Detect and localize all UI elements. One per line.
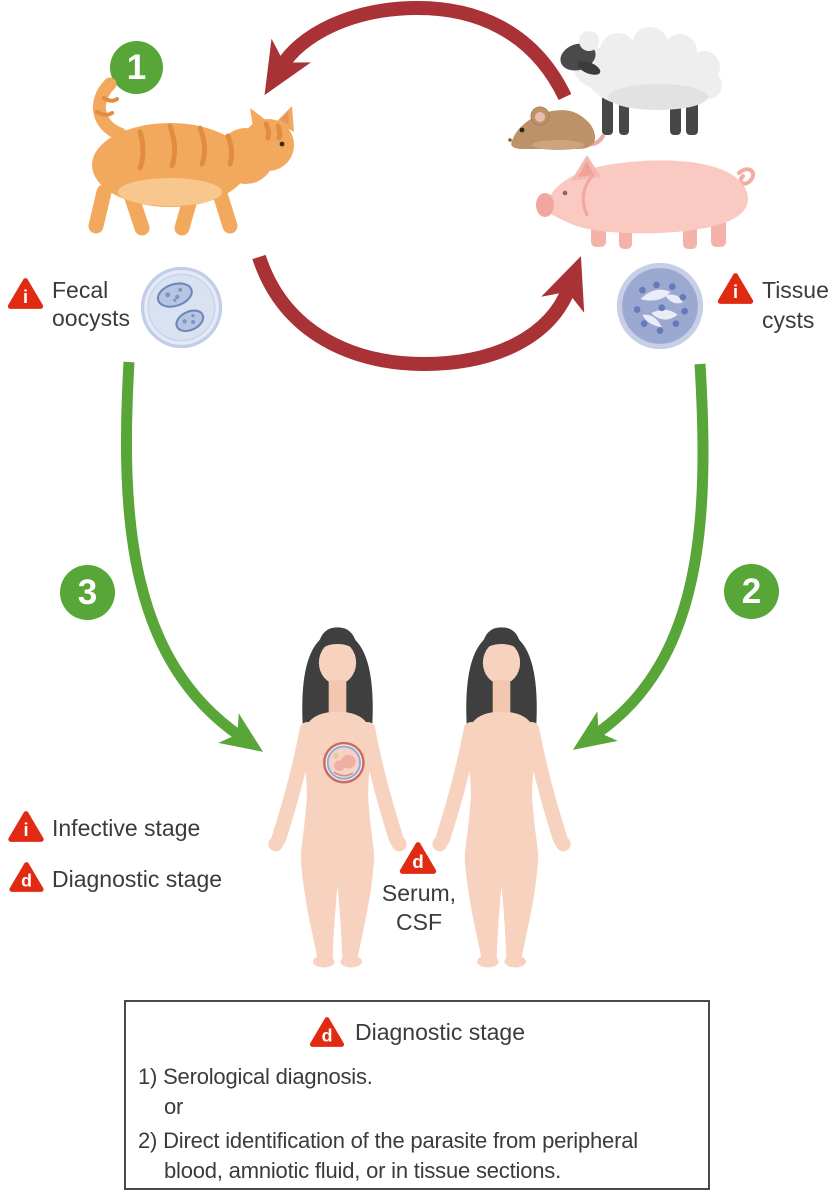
step-arrow-cysts-to-human: [572, 363, 709, 750]
info-box-item1: 1) Serological diagnosis.: [138, 1064, 373, 1089]
fecal-oocyst-icon: [140, 266, 223, 349]
warning-triangle-fecal: i: [7, 278, 44, 309]
info-box-list: 1) Serological diagnosis. or 2) Direct i…: [138, 1062, 708, 1186]
step-arrow-oocysts-to-human: [120, 361, 264, 752]
woman-icon: [432, 627, 571, 968]
step-badge-3: 3: [60, 565, 115, 620]
legend-diagnostic-label: Diagnostic stage: [52, 866, 223, 892]
sheep-icon: [560, 27, 722, 135]
diagnostic-info-box: d Diagnostic stage 1) Serological diagno…: [124, 1000, 710, 1190]
fecal-oocysts-line2: oocysts: [52, 305, 130, 331]
tissue-cysts-label: Tissue cysts: [762, 275, 829, 335]
serum-marker-letter: d: [412, 852, 424, 873]
serum-line1: Serum,: [381, 880, 457, 906]
info-box-item2-line2: blood, amniotic fluid, or in tissue sect…: [164, 1158, 561, 1183]
pig-icon: [536, 155, 756, 249]
tissue-cysts-line2: cysts: [762, 307, 815, 333]
legend-diagnostic-letter: d: [21, 870, 32, 890]
step-badge-3-number: 3: [77, 573, 98, 612]
tissue-cysts-line1: Tissue: [762, 277, 829, 303]
serum-line2: CSF: [396, 909, 442, 935]
warning-triangle-legend-diagnostic: d: [9, 862, 44, 892]
info-box-conjunction: or: [164, 1094, 184, 1119]
serum-csf-label: Serum, CSF: [352, 879, 486, 937]
fecal-oocysts-label: Fecal oocysts: [52, 276, 130, 332]
cat-icon: [88, 77, 294, 236]
step-badge-1-number: 1: [126, 48, 147, 87]
legend-infective-label: Infective stage: [52, 815, 201, 841]
info-box-title: Diagnostic stage: [354, 1018, 526, 1045]
cycle-arrow-cat-to-animals: [252, 254, 585, 372]
fecal-oocysts-line1: Fecal: [52, 277, 109, 303]
warning-triangle-info-box: d: [309, 1017, 345, 1047]
step-badge-1: 1: [110, 41, 163, 94]
warning-triangle-serum: d: [399, 842, 437, 874]
legend-infective-letter: i: [23, 819, 28, 840]
step-badge-2-number: 2: [741, 572, 762, 611]
fetus-icon: [323, 741, 365, 784]
info-box-title-row: d Diagnostic stage: [126, 1016, 708, 1048]
mouse-icon: [508, 106, 605, 150]
info-box-marker-letter: d: [322, 1025, 333, 1045]
warning-triangle-legend-infective: i: [8, 811, 44, 842]
tissue-cyst-icon: [616, 262, 704, 350]
step-badge-2: 2: [724, 564, 779, 619]
pregnant-woman-icon: [268, 627, 407, 968]
info-box-item2-line1: 2) Direct identification of the parasite…: [138, 1128, 638, 1153]
tissue-marker-letter: i: [733, 281, 738, 302]
warning-triangle-tissue: i: [717, 273, 754, 304]
fecal-marker-letter: i: [23, 286, 28, 307]
cycle-arrow-animals-to-cat: [264, 0, 572, 101]
